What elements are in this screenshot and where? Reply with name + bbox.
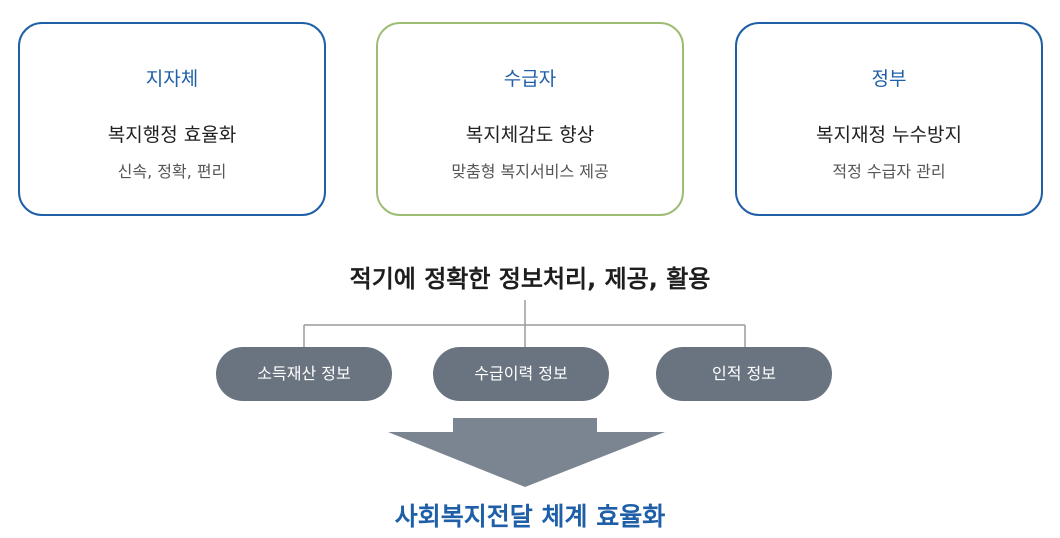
- outcome-title: 사회복지전달 체계 효율화: [394, 502, 666, 531]
- card-title-recipient: 수급자: [503, 68, 557, 90]
- card-main-recipient: 복지체감도 향상: [465, 124, 595, 146]
- info-pill-personal: 인적 정보: [656, 347, 832, 401]
- info-pill-benefit-history: 수급이력 정보: [433, 347, 609, 401]
- card-local-government: 지자체 복지행정 효율화 신속, 정확, 편리: [18, 22, 326, 216]
- card-sub-local-government: 신속, 정확, 편리: [117, 162, 227, 181]
- card-title-local-government: 지자체: [145, 68, 199, 90]
- card-sub-recipient: 맞춤형 복지서비스 제공: [451, 162, 609, 181]
- card-title-government: 정부: [871, 68, 907, 90]
- card-recipient: 수급자 복지체감도 향상 맞춤형 복지서비스 제공: [376, 22, 684, 216]
- card-main-government: 복지재정 누수방지: [816, 124, 962, 146]
- headline: 적기에 정확한 정보처리, 제공, 활용: [349, 265, 711, 293]
- card-main-local-government: 복지행정 효율화: [107, 124, 237, 146]
- card-sub-government: 적정 수급자 관리: [832, 162, 946, 181]
- card-government: 정부 복지재정 누수방지 적정 수급자 관리: [735, 22, 1043, 216]
- info-pill-income-assets: 소득재산 정보: [216, 347, 392, 401]
